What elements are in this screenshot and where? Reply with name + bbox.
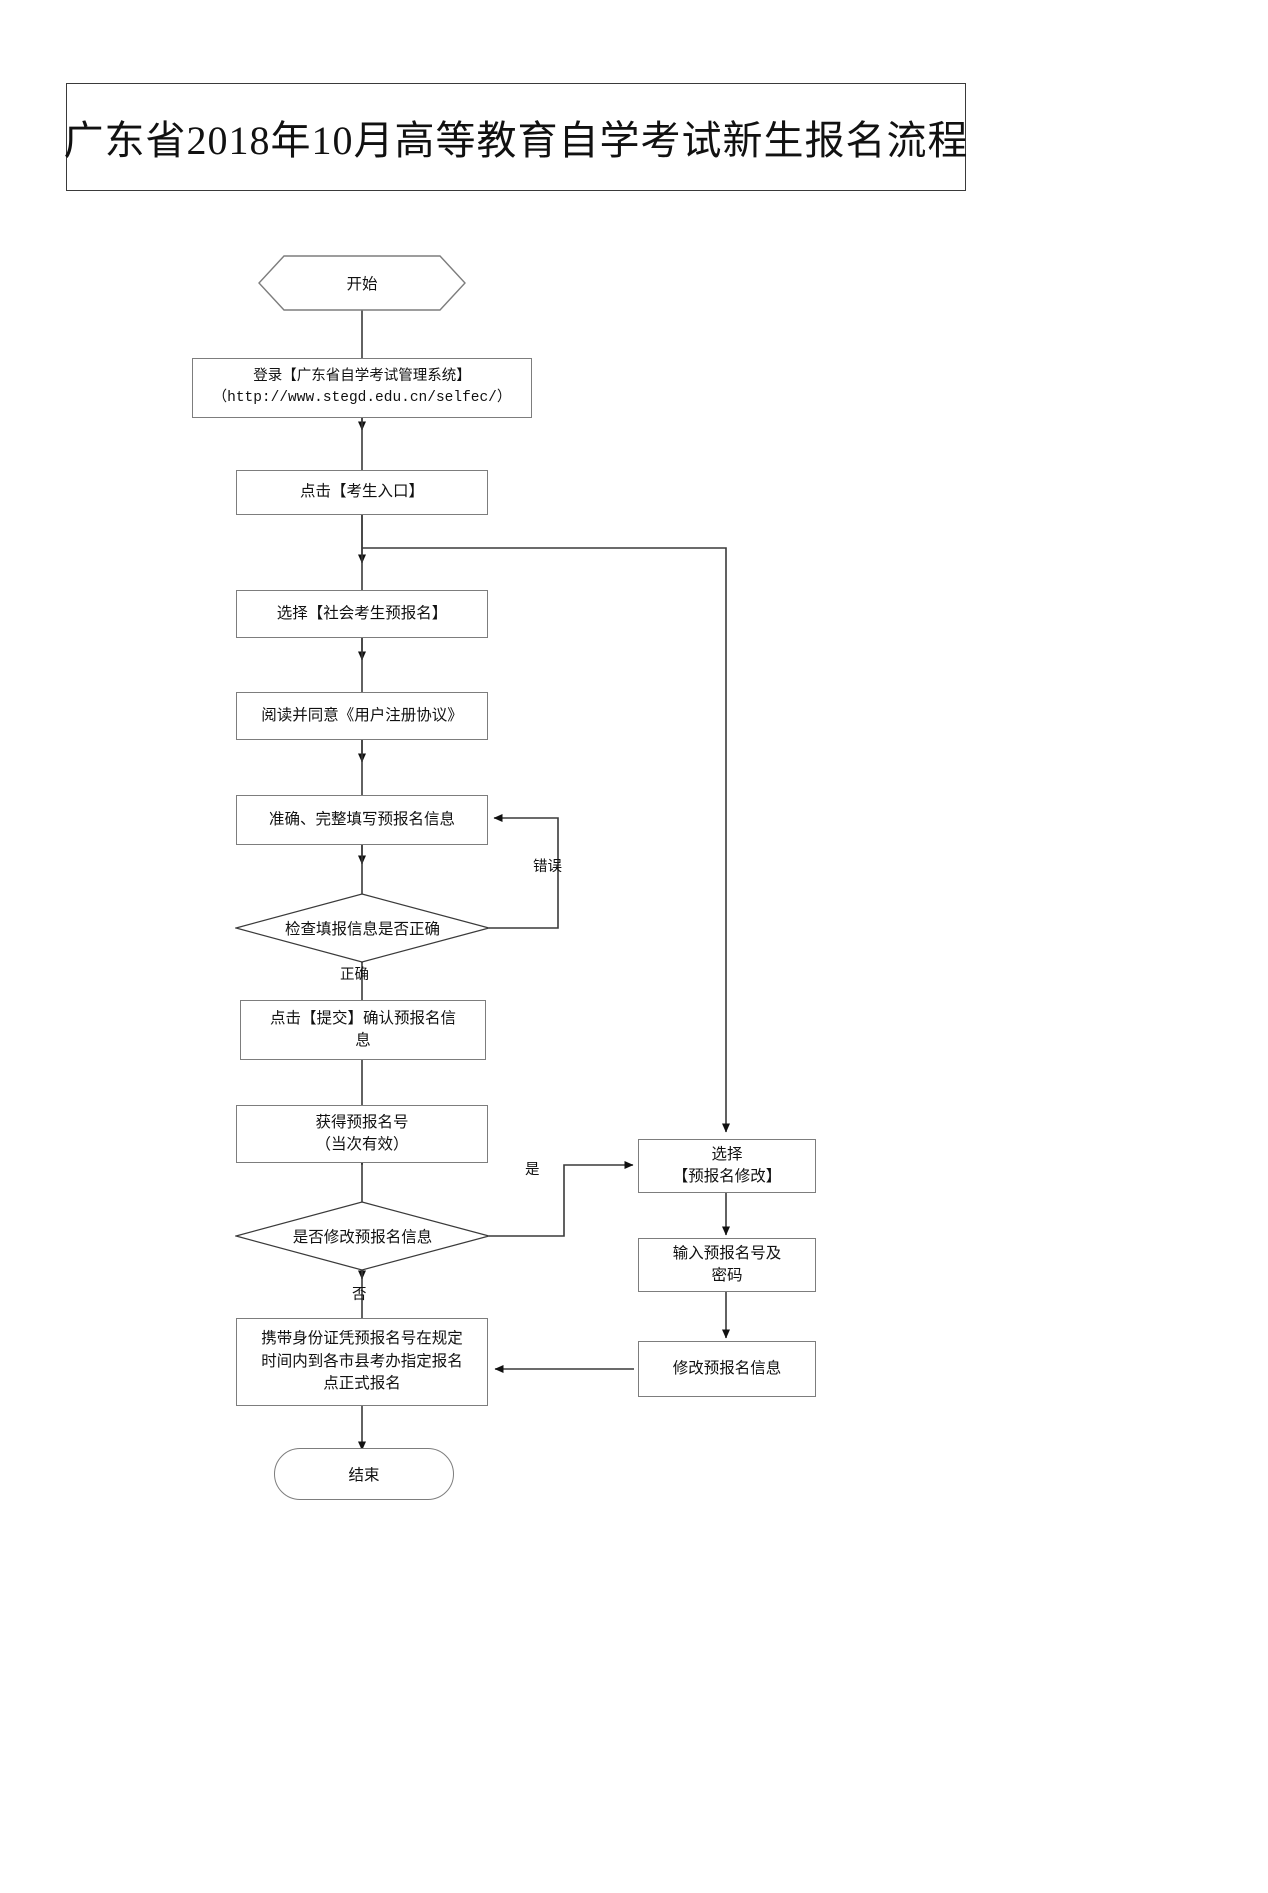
node-input-number-password-label: 输入预报名号及 密码	[672, 1244, 782, 1284]
node-candidate-entry[interactable]: 点击【考生入口】	[236, 470, 488, 515]
node-get-registration-number-label: 获得预报名号 （当次有效）	[315, 1113, 409, 1153]
node-check-info-decision[interactable]: 检查填报信息是否正确	[235, 893, 490, 963]
edge-label-correct: 正确	[340, 967, 369, 983]
node-agree-terms[interactable]: 阅读并同意《用户注册协议》	[236, 692, 488, 740]
node-modify-decision[interactable]: 是否修改预报名信息	[235, 1201, 490, 1271]
node-select-modify[interactable]: 选择 【预报名修改】	[638, 1139, 816, 1193]
node-agree-terms-label: 阅读并同意《用户注册协议》	[261, 706, 463, 724]
node-fill-info[interactable]: 准确、完整填写预报名信息	[236, 795, 488, 845]
node-do-modify-label: 修改预报名信息	[672, 1359, 782, 1377]
node-input-number-password[interactable]: 输入预报名号及 密码	[638, 1238, 816, 1292]
node-get-registration-number[interactable]: 获得预报名号 （当次有效）	[236, 1105, 488, 1163]
page-title: 广东省2018年10月高等教育自学考试新生报名流程	[63, 118, 969, 163]
node-login-label: 登录【广东省自学考试管理系统】 （http://www.stegd.edu.cn…	[212, 368, 512, 406]
edge-label-error: 错误	[533, 859, 562, 875]
node-formal-registration[interactable]: 携带身份证凭预报名号在规定 时间内到各市县考办指定报名 点正式报名	[236, 1318, 488, 1406]
node-modify-decision-label: 是否修改预报名信息	[292, 1229, 433, 1246]
node-select-pre-registration[interactable]: 选择【社会考生预报名】	[236, 590, 488, 638]
node-end-label: 结束	[348, 1467, 380, 1484]
node-candidate-entry-label: 点击【考生入口】	[299, 483, 424, 501]
node-select-modify-label: 选择 【预报名修改】	[672, 1145, 782, 1185]
node-do-modify[interactable]: 修改预报名信息	[638, 1341, 816, 1397]
page-title-box: 广东省2018年10月高等教育自学考试新生报名流程	[63, 83, 969, 191]
edge-label-yes: 是	[525, 1162, 540, 1178]
node-formal-registration-label: 携带身份证凭预报名号在规定 时间内到各市县考办指定报名 点正式报名	[261, 1330, 463, 1393]
node-start-label: 开始	[346, 276, 378, 293]
node-submit-confirm-label: 点击【提交】确认预报名信 息	[269, 1009, 456, 1049]
node-start[interactable]: 开始	[258, 255, 466, 311]
node-submit-confirm[interactable]: 点击【提交】确认预报名信 息	[240, 1000, 486, 1060]
node-end[interactable]: 结束	[274, 1448, 454, 1500]
edge-label-no: 否	[352, 1287, 367, 1303]
node-check-info-decision-label: 检查填报信息是否正确	[284, 921, 440, 938]
node-login[interactable]: 登录【广东省自学考试管理系统】 （http://www.stegd.edu.cn…	[192, 358, 532, 418]
node-fill-info-label: 准确、完整填写预报名信息	[268, 810, 455, 828]
node-select-pre-registration-label: 选择【社会考生预报名】	[276, 604, 448, 622]
